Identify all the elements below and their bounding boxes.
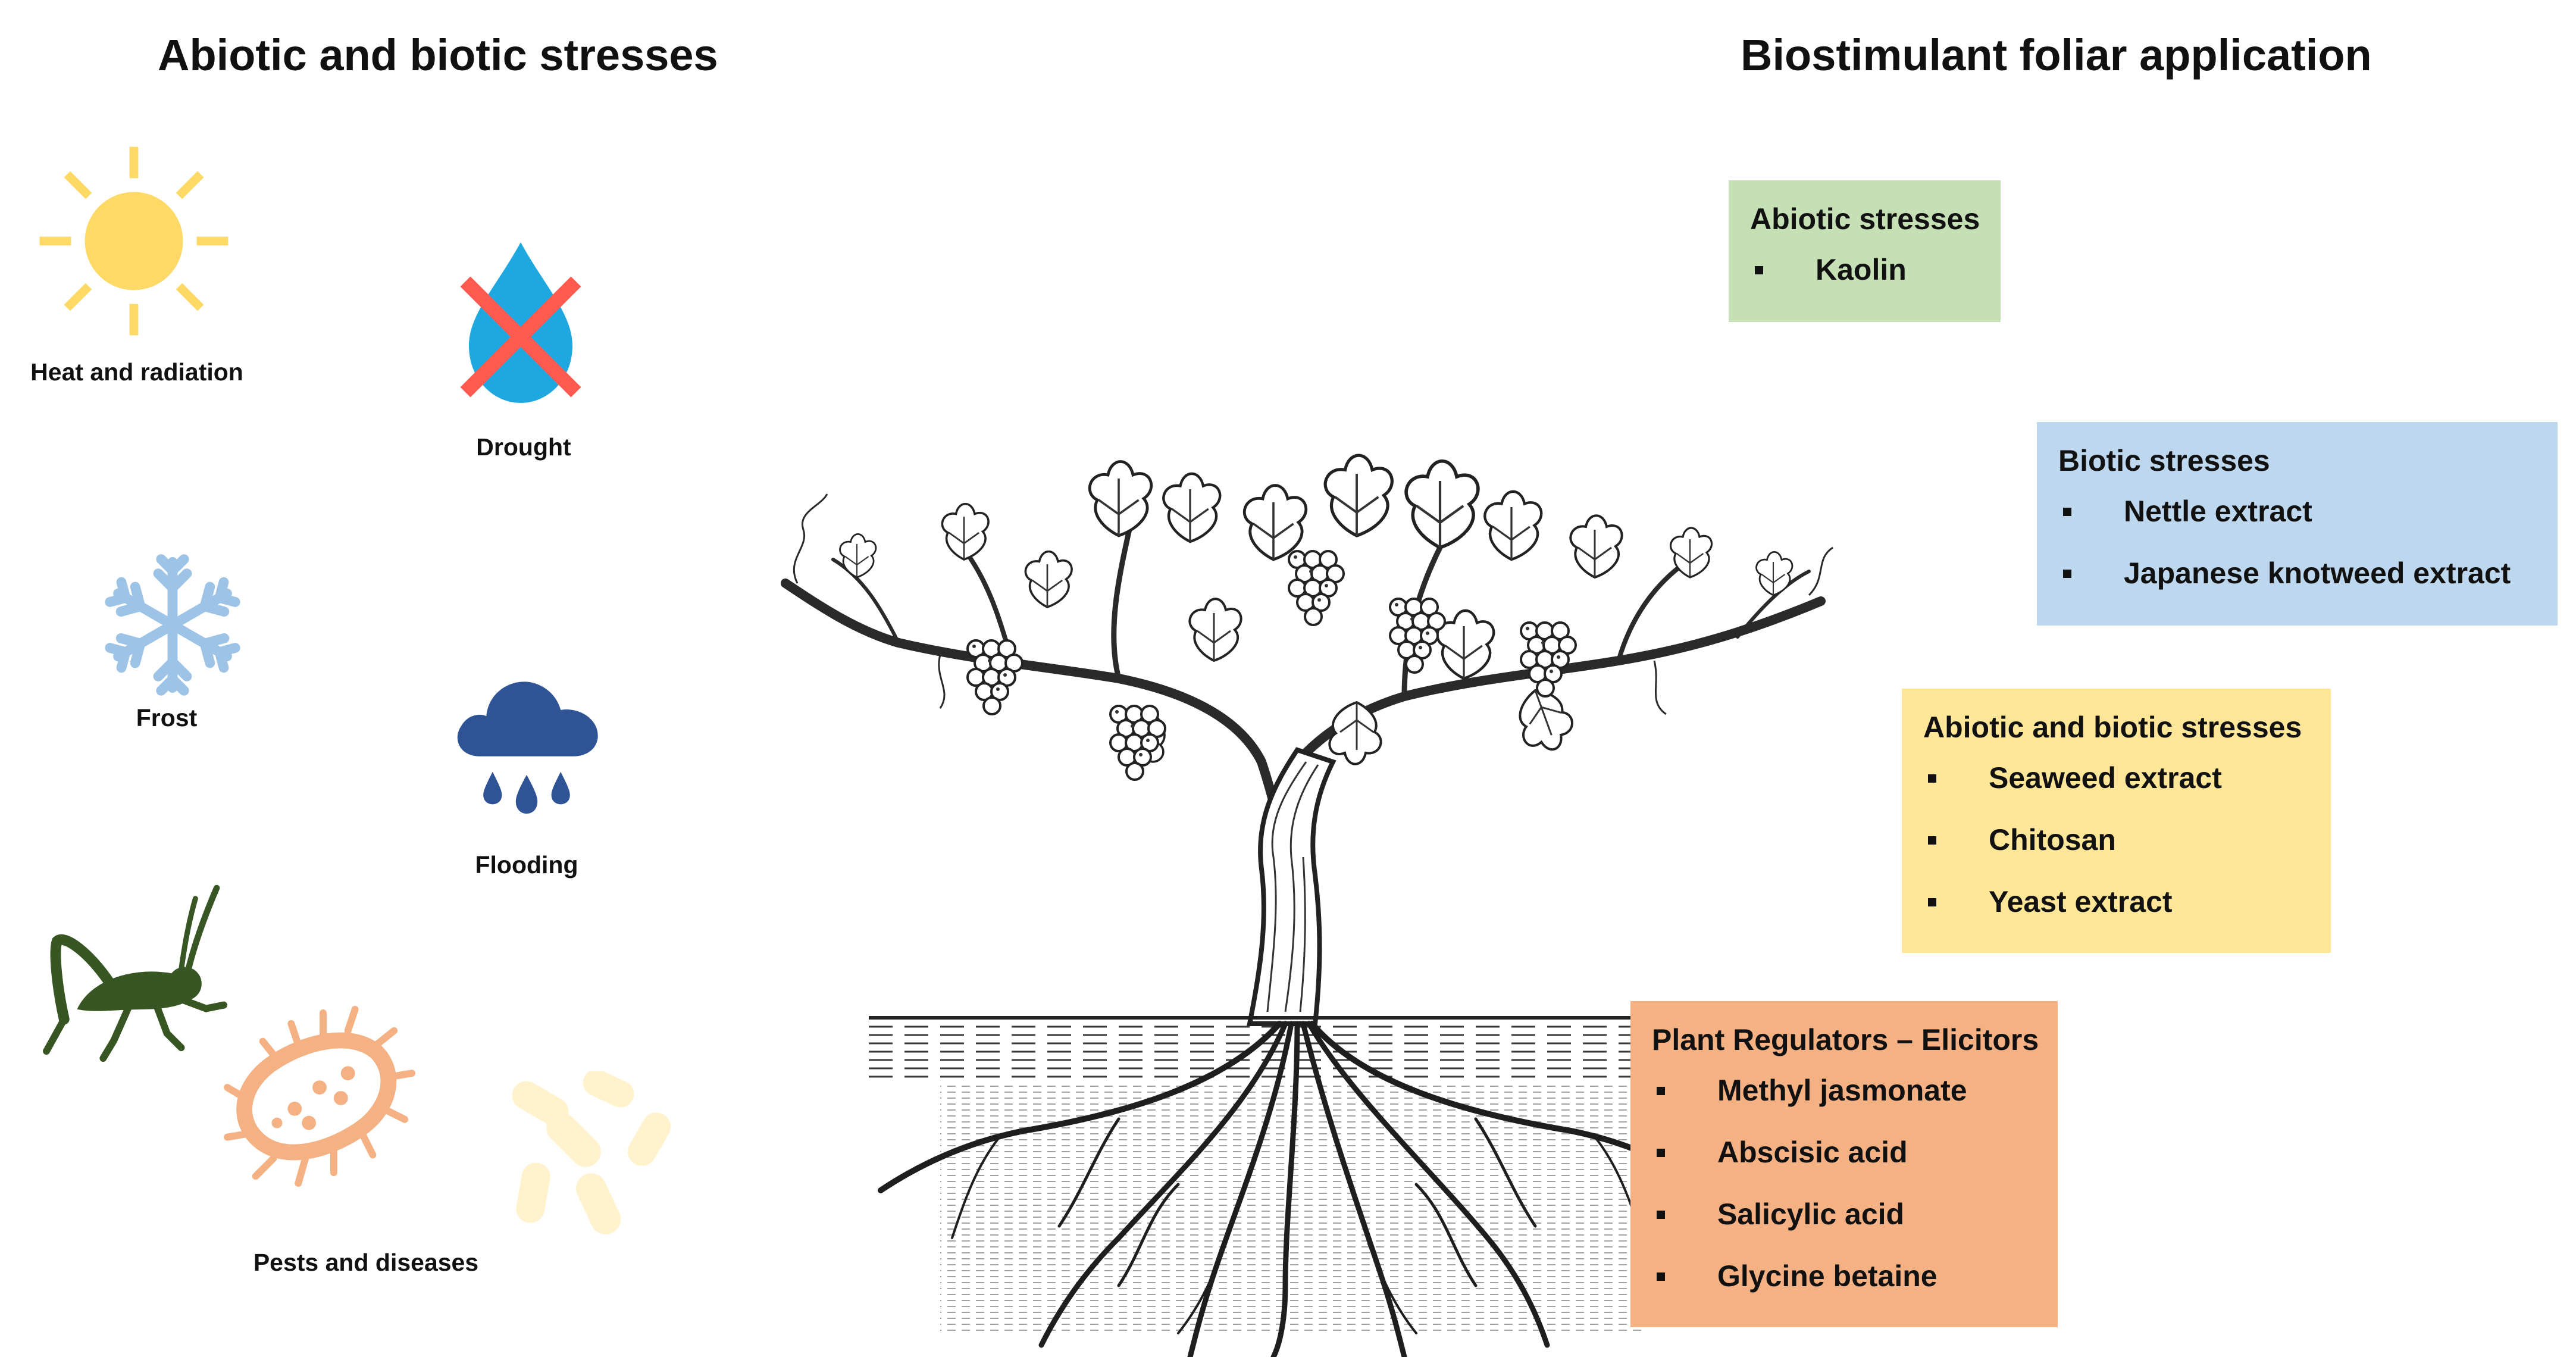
list-item: Salicylic acid	[1652, 1196, 2036, 1258]
box-title: Abiotic and biotic stresses	[1923, 711, 2302, 744]
drought-label: Drought	[476, 433, 571, 461]
right-heading: Biostimulant foliar application	[1741, 30, 2372, 80]
snowflake-icon	[101, 551, 244, 699]
box-plant-regulators: Plant Regulators – Elicitors Methyl jasm…	[1630, 1001, 2058, 1327]
list-item: Chitosan	[1923, 822, 2309, 884]
list-item: Yeast extract	[1923, 884, 2309, 946]
grapevine-illustration	[781, 381, 1833, 1357]
list-item: Seaweed extract	[1923, 760, 2309, 822]
list-item: Japanese knotweed extract	[2058, 555, 2536, 617]
list-item: Kaolin	[1750, 252, 1979, 314]
box-title: Biotic stresses	[2058, 444, 2270, 477]
frost-label: Frost	[136, 704, 198, 731]
list-item: Abscisic acid	[1652, 1134, 2036, 1196]
crossed-water-drop-icon	[458, 238, 583, 411]
flooding-label: Flooding	[475, 851, 578, 878]
list-item: Glycine betaine	[1652, 1258, 2036, 1320]
left-heading: Abiotic and biotic stresses	[158, 30, 718, 80]
rain-cloud-icon	[449, 670, 604, 818]
heat-label: Heat and radiation	[30, 358, 243, 386]
box-abiotic-biotic-stresses: Abiotic and biotic stresses Seaweed extr…	[1902, 689, 2331, 953]
box-list: Nettle extract Japanese knotweed extract	[2058, 493, 2536, 617]
bacterium-icon	[223, 1006, 420, 1190]
list-item: Methyl jasmonate	[1652, 1073, 2036, 1134]
box-title: Abiotic stresses	[1750, 202, 1980, 236]
box-list: Seaweed extract Chitosan Yeast extract	[1923, 760, 2309, 946]
box-list: Methyl jasmonate Abscisic acid Salicylic…	[1652, 1073, 2036, 1320]
box-list: Kaolin	[1750, 252, 1979, 314]
box-abiotic-stresses: Abiotic stresses Kaolin	[1729, 180, 2001, 322]
sun-icon	[36, 143, 232, 339]
grasshopper-icon	[39, 881, 235, 1065]
box-title: Plant Regulators – Elicitors	[1652, 1023, 2039, 1056]
pests-label: Pests and diseases	[253, 1249, 479, 1276]
bacilli-icon	[500, 1071, 684, 1250]
list-item: Nettle extract	[2058, 493, 2536, 555]
box-biotic-stresses: Biotic stresses Nettle extract Japanese …	[2037, 422, 2558, 626]
